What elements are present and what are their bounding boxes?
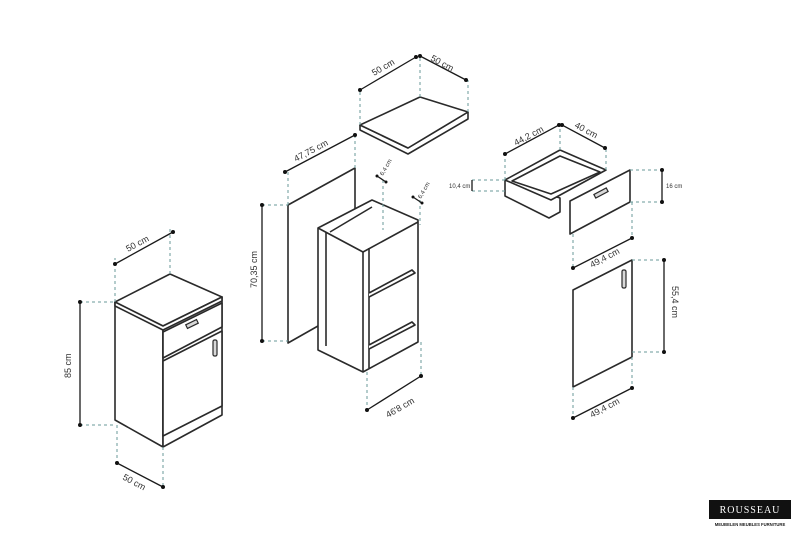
- brand-logo: ROUSSEAU MEUBELEN MEUBLES FURNITURE: [709, 500, 791, 527]
- dim-label: 16 cm: [666, 184, 682, 190]
- dim-label: 50 cm: [429, 53, 455, 73]
- dim-label: 6,4 cm: [380, 158, 394, 177]
- door: [162, 330, 223, 437]
- dim-label: 49,4 cm: [588, 246, 621, 270]
- dim-label: 50 cm: [121, 472, 147, 492]
- dim-label: 85 cm: [63, 353, 73, 378]
- drawer-front-handle: [593, 187, 609, 199]
- dim-label: 6,4 cm: [418, 181, 432, 200]
- dim-label: 10,4 cm: [449, 184, 470, 190]
- assembled-cabinet: 50 cm 85 cm 50 cm: [63, 228, 223, 492]
- door-handle: [212, 339, 218, 357]
- dim-label: 50 cm: [124, 233, 150, 253]
- top-panel: 50 cm 50 cm: [358, 53, 469, 155]
- drawer-front: [162, 302, 223, 359]
- brand-tagline: MEUBELEN MEUBLES FURNITURE: [715, 522, 786, 527]
- dim-label: 49,4 cm: [588, 396, 621, 420]
- brand-name: ROUSSEAU: [720, 505, 781, 516]
- carcass: 6,4 cm 6,4 cm 46'8 cm: [317, 158, 432, 420]
- door-panel-handle: [621, 269, 627, 289]
- dim-label: 44,2 cm: [512, 124, 545, 148]
- drawer-handle: [184, 318, 200, 330]
- door-panel: 55,4 cm 49,4 cm: [571, 258, 680, 420]
- dim-label: 70,35 cm: [249, 251, 259, 288]
- dim-label: 50 cm: [370, 57, 396, 78]
- dim-label: 46'8 cm: [384, 395, 416, 419]
- dim-label: 55,4 cm: [670, 286, 680, 318]
- drawer-front-panel: 16 cm 49,4 cm: [569, 168, 682, 270]
